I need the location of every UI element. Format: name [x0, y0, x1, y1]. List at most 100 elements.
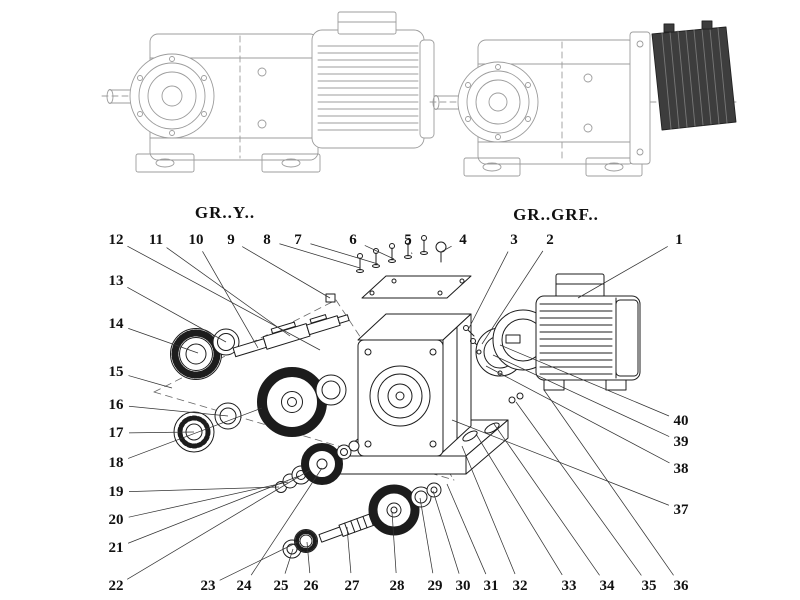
callout-label-17: 17	[109, 425, 125, 441]
leader-line-1	[577, 246, 668, 299]
leader-line-35	[515, 401, 642, 576]
callout-label-9: 9	[227, 232, 235, 248]
bolt	[420, 235, 428, 255]
leader-line-6	[364, 245, 395, 260]
callout-label-39: 39	[674, 434, 689, 450]
intermediate-gear	[301, 443, 343, 485]
callout-label-33: 33	[562, 578, 577, 594]
base-slot-holes	[462, 422, 500, 442]
leader-line-23	[219, 540, 301, 581]
flange-washers	[508, 392, 524, 404]
shaft-key-2	[309, 314, 328, 324]
top-cover-plate	[325, 275, 472, 303]
leader-line-24	[250, 467, 323, 576]
bolt	[463, 325, 475, 337]
callout-label-13: 13	[109, 273, 124, 289]
callout-label-23: 23	[201, 578, 216, 594]
callout-label-24: 24	[237, 578, 253, 594]
callout-label-40: 40	[674, 413, 689, 429]
mounting-feet-left-view	[135, 153, 321, 173]
leader-line-8	[279, 243, 361, 269]
callout-label-34: 34	[600, 578, 616, 594]
callout-label-18: 18	[109, 455, 124, 471]
vent-plug	[325, 293, 336, 303]
output-gear	[368, 484, 420, 536]
callout-label-8: 8	[263, 232, 271, 248]
motor-fan-cowl	[615, 299, 639, 377]
mounting-feet-right-view	[463, 157, 643, 177]
gear-side-bearing	[315, 374, 347, 406]
callout-label-12: 12	[109, 232, 124, 248]
motor-shaft-stub	[505, 334, 521, 344]
leader-line-21	[127, 475, 300, 544]
model-label-left: GR..Y..	[195, 203, 255, 222]
motor-flange-right-view	[629, 31, 651, 165]
leader-line-13	[127, 286, 227, 343]
callout-label-32: 32	[513, 578, 528, 594]
callout-label-37: 37	[674, 502, 690, 518]
callout-label-7: 7	[294, 232, 302, 248]
leader-line-15	[128, 375, 173, 389]
oil-seal-ring	[170, 328, 222, 380]
callout-label-1: 1	[675, 232, 683, 248]
motor-left-view	[311, 11, 435, 149]
leader-line-11	[166, 247, 291, 337]
motor-body	[535, 295, 641, 381]
callout-label-27: 27	[345, 578, 361, 594]
leader-line-36	[543, 389, 674, 576]
finned-motor-block-right-view	[651, 20, 737, 131]
leader-line-4	[440, 245, 452, 253]
callout-label-28: 28	[390, 578, 405, 594]
callout-label-11: 11	[149, 232, 163, 248]
leader-line-33	[475, 433, 563, 576]
callout-label-14: 14	[109, 316, 125, 332]
bolt	[372, 248, 380, 268]
leader-line-2	[481, 250, 544, 345]
front-hub-right-view	[457, 61, 539, 143]
leader-line-20	[128, 481, 289, 518]
leader-line-37	[451, 419, 670, 506]
assembled-view-left	[101, 11, 439, 173]
leader-lines	[126, 243, 674, 581]
leader-line-7	[310, 243, 379, 265]
leader-line-26	[306, 541, 311, 574]
callout-label-4: 4	[459, 232, 467, 248]
motor-foot	[605, 379, 627, 391]
callout-label-20: 20	[109, 512, 124, 528]
leader-line-9	[242, 246, 331, 299]
motor-exploded	[492, 273, 641, 391]
input-shaft	[232, 314, 350, 358]
callout-label-21: 21	[109, 540, 124, 556]
output-seal-rings	[282, 529, 318, 559]
callout-label-26: 26	[304, 578, 320, 594]
callout-label-30: 30	[456, 578, 471, 594]
motor-foot	[543, 379, 565, 391]
callout-label-36: 36	[674, 578, 690, 594]
callout-label-38: 38	[674, 461, 689, 477]
leader-line-19	[128, 486, 280, 492]
motor-terminal-box	[555, 273, 605, 299]
leader-line-3	[467, 251, 509, 331]
leader-line-27	[346, 526, 352, 574]
leader-line-40	[499, 344, 670, 417]
bolt	[388, 243, 396, 263]
callout-label-25: 25	[274, 578, 289, 594]
leader-line-30	[432, 490, 460, 574]
leader-line-28	[391, 511, 397, 574]
callout-label-19: 19	[109, 484, 124, 500]
callout-label-29: 29	[428, 578, 443, 594]
bolt	[404, 239, 412, 259]
leader-line-32	[461, 445, 516, 575]
leader-line-17	[128, 431, 195, 434]
exploded-view	[153, 235, 641, 559]
leader-line-16	[128, 405, 229, 417]
callout-label-15: 15	[109, 364, 124, 380]
callout-label-10: 10	[189, 232, 204, 248]
gear-housing	[357, 313, 472, 457]
callout-label-2: 2	[546, 232, 554, 248]
shaft-key-1	[270, 321, 297, 334]
callout-label-16: 16	[109, 397, 125, 413]
callout-label-35: 35	[642, 578, 657, 594]
